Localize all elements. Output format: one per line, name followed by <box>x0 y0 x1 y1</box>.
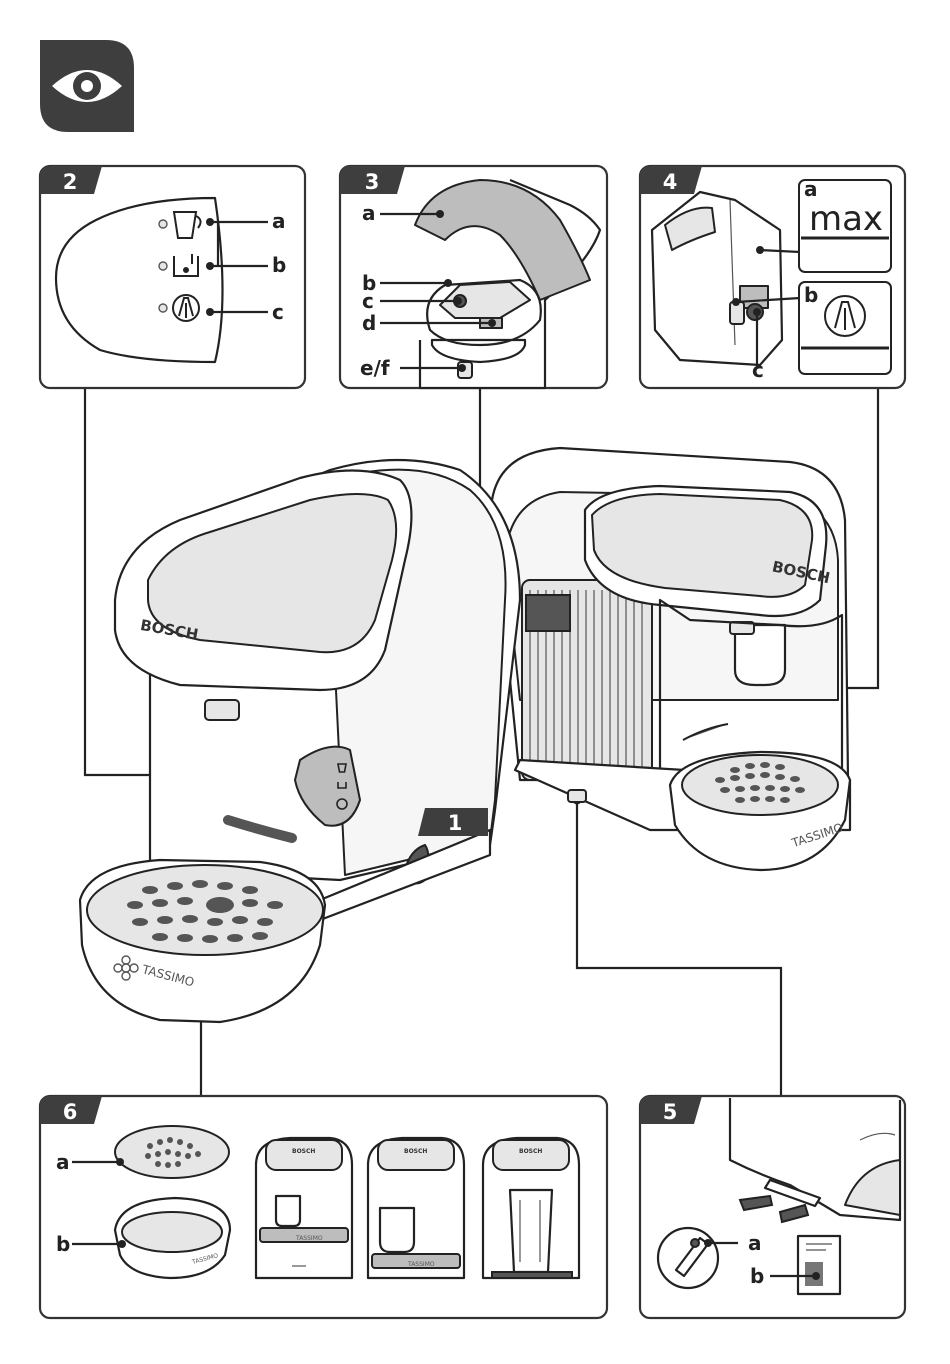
descale-icon <box>172 294 200 322</box>
panel-5-label-a: a <box>748 1231 762 1255</box>
svg-text:TASSIMO: TASSIMO <box>295 1235 323 1242</box>
panel-5-label-b: b <box>750 1264 764 1288</box>
panel-5-number: 5 <box>663 1100 678 1124</box>
water-tank-icon <box>173 254 199 277</box>
step-1-tag: 1 <box>418 808 488 836</box>
panel-2-label-a: a <box>272 209 286 233</box>
descale-icon <box>824 295 866 337</box>
panel-6-label-a: a <box>56 1150 70 1174</box>
machine-rear-view: BOSCH TASSIMO <box>490 446 852 872</box>
machine-front-view: BOSCH TASSIMO <box>78 458 522 1024</box>
panel-2-label-c: c <box>272 300 284 324</box>
panel-3-label-c: c <box>362 289 374 313</box>
panel-3: 3 a b c d e/f <box>338 164 609 390</box>
panel-3-label-b: b <box>362 271 376 295</box>
panel-2: 2 a b c <box>38 164 307 390</box>
mini-machine-large-cup: BOSCH TASSIMO <box>366 1136 466 1280</box>
panel-3-label-d: d <box>362 311 376 335</box>
panel-4: 4 a max b c <box>638 164 907 390</box>
drip-grid-front <box>127 880 283 943</box>
panel-3-label-a: a <box>362 201 376 225</box>
control-panel <box>294 745 361 827</box>
eye-icon <box>52 70 122 102</box>
panel-6: 6 TASSIMO a b BOSCH TASSIMO B <box>38 1094 609 1320</box>
panel-6-label-b: b <box>56 1232 70 1256</box>
step-number: 1 <box>448 811 463 835</box>
panel-2-number: 2 <box>63 170 78 194</box>
panel-4-label-b: b <box>804 283 818 307</box>
panel-4-label-a: a <box>804 177 818 201</box>
svg-text:BOSCH: BOSCH <box>519 1148 542 1155</box>
water-tank-grille <box>521 579 653 781</box>
svg-text:BOSCH: BOSCH <box>292 1148 315 1155</box>
panel-3-label-ef: e/f <box>360 356 390 380</box>
drip-grid-rear <box>715 762 805 803</box>
svg-text:TASSIMO: TASSIMO <box>407 1261 435 1268</box>
control-icons <box>336 763 348 810</box>
tassimo-logo-icon <box>113 955 139 981</box>
mini-machine-small-cup: BOSCH TASSIMO <box>254 1136 354 1280</box>
mini-machine-tall-glass: BOSCH <box>481 1136 581 1280</box>
eye-badge <box>40 40 134 132</box>
panel-4-label-c: c <box>752 358 764 382</box>
brewing-lid <box>414 179 591 301</box>
max-marking: max <box>809 199 883 239</box>
drip-grid-part <box>114 1125 230 1179</box>
panel-5: 5 a b <box>638 1094 907 1320</box>
panel-4-number: 4 <box>663 170 678 194</box>
panel-3-number: 3 <box>365 170 380 194</box>
panel-2-label-b: b <box>272 253 286 277</box>
cup-icon <box>172 211 202 239</box>
panel-6-number: 6 <box>63 1100 78 1124</box>
svg-text:BOSCH: BOSCH <box>404 1148 427 1155</box>
